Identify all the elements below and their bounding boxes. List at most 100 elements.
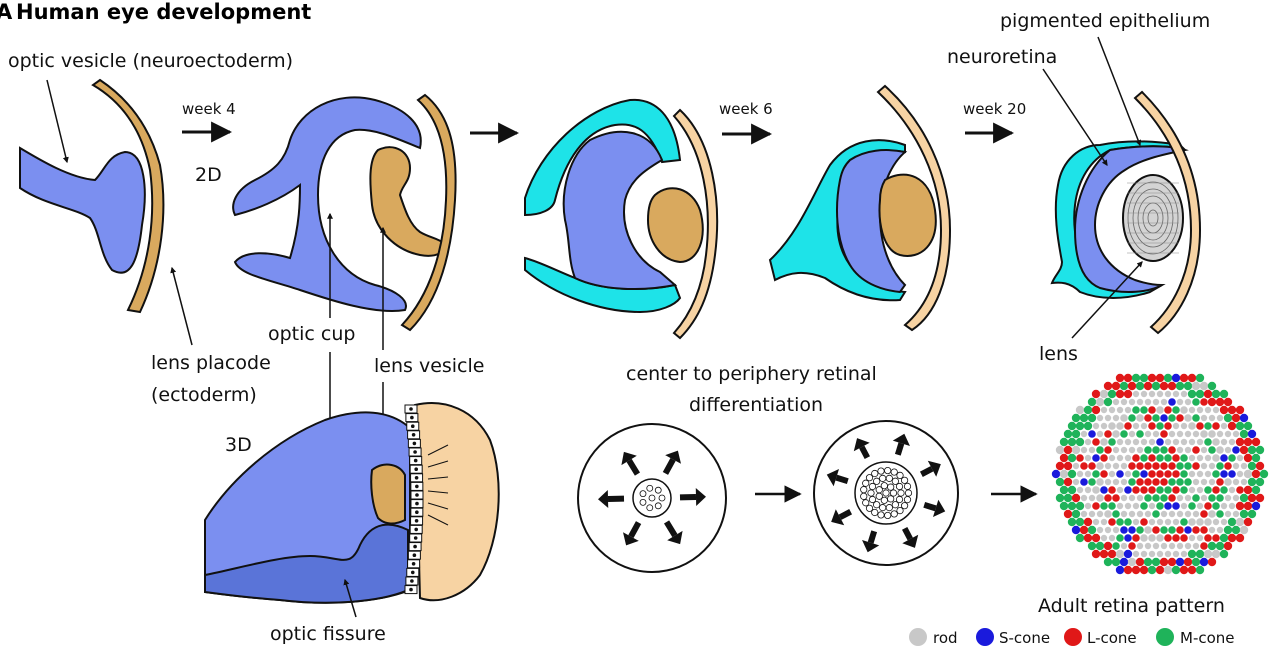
photoreceptor-cell [1200,382,1208,390]
photoreceptor-cell [1097,527,1103,533]
differentiation-label-1: center to periphery retinal [626,363,877,385]
photoreceptor-cell [1212,550,1220,558]
photoreceptor-cell [1220,486,1228,494]
photoreceptor-cell [1184,382,1192,390]
photoreceptor-cell [1124,550,1132,558]
photoreceptor-cell [1237,471,1243,477]
photoreceptor-cell [1233,495,1239,501]
photoreceptor-cell [1177,399,1183,405]
photoreceptor-cell [1112,542,1120,550]
photoreceptor-cell [1188,422,1196,430]
photoreceptor-cell [1113,415,1119,421]
photoreceptor-cell [1160,414,1168,422]
photoreceptor-cell [1221,439,1227,445]
photoreceptor-cell [1136,430,1144,438]
photoreceptor-cell [1113,479,1119,485]
photoreceptor-cell [1068,422,1076,430]
photoreceptor-cell [1096,494,1104,502]
photoreceptor-cell [1128,478,1136,486]
photoreceptor-cell [1152,526,1160,534]
photoreceptor-cell [1221,503,1227,509]
photoreceptor-cell [1116,550,1124,558]
photoreceptor-cell [1104,510,1112,518]
photoreceptor-cell [1236,534,1244,542]
cell-circle [879,475,885,481]
photoreceptor-cell [1089,447,1095,453]
photoreceptor-cell [1173,391,1179,397]
photoreceptor-cell [1140,374,1148,382]
photoreceptor-cell [1084,406,1092,414]
photoreceptor-cell [1137,543,1143,549]
photoreceptor-cell [1189,407,1195,413]
photoreceptor-cell [1136,462,1144,470]
photoreceptor-cell [1144,478,1152,486]
photoreceptor-cell [1213,407,1219,413]
photoreceptor-cell [1188,502,1196,510]
photoreceptor-cell [1152,494,1160,502]
photoreceptor-cell [1212,390,1220,398]
photoreceptor-cell [1233,431,1239,437]
photoreceptor-cell [1193,479,1199,485]
photoreceptor-cell [1228,518,1236,526]
photoreceptor-cell [1056,478,1064,486]
photoreceptor-cell [1081,431,1087,437]
epithelial-cell-nucleus [413,442,417,446]
photoreceptor-cell [1165,519,1171,525]
photoreceptor-cell [1148,422,1156,430]
photoreceptor-cell [1068,518,1076,526]
photoreceptor-cell [1140,406,1148,414]
photoreceptor-cell [1216,398,1224,406]
photoreceptor-cell [1105,463,1111,469]
photoreceptor-cell [1124,518,1132,526]
photoreceptor-cell [1160,446,1168,454]
photoreceptor-cell [1248,510,1256,518]
photoreceptor-cell [1164,502,1172,510]
photoreceptor-cell [1100,550,1108,558]
photoreceptor-cell [1136,526,1144,534]
neuroretina-pointer [1043,69,1107,165]
photoreceptor-cell [1112,430,1120,438]
photoreceptor-cell [1108,550,1116,558]
photoreceptor-cell [1201,495,1207,501]
photoreceptor-cell [1152,462,1160,470]
photoreceptor-cell [1256,446,1264,454]
photoreceptor-cell [1145,511,1151,517]
photoreceptor-cell [1169,431,1175,437]
photoreceptor-cell [1156,566,1164,574]
photoreceptor-cell [1109,535,1115,541]
cell-circle [861,486,867,492]
photoreceptor-cell [1164,406,1172,414]
photoreceptor-cell [1080,526,1088,534]
photoreceptor-cell [1204,550,1212,558]
optic-fissure-label: optic fissure [270,623,386,645]
photoreceptor-cell [1205,455,1211,461]
photoreceptor-cell [1092,534,1100,542]
photoreceptor-cell [1185,495,1191,501]
photoreceptor-cell [1124,422,1132,430]
epithelial-cell-nucleus [412,562,416,566]
cell-circle [891,511,897,517]
photoreceptor-cell [1056,494,1064,502]
photoreceptor-cell [1081,511,1087,517]
photoreceptor-cell [1189,471,1195,477]
photoreceptor-cell [1256,494,1264,502]
stage-eye-week20 [1052,92,1200,333]
lens-vesicle-2d-shape [370,147,445,256]
photoreceptor-cell [1113,463,1119,469]
photoreceptor-cell [1076,422,1084,430]
cell-circle [891,469,897,475]
photoreceptor-cell [1164,374,1172,382]
photoreceptor-cell [1084,534,1092,542]
photoreceptor-cell [1212,502,1220,510]
photoreceptor-cell [1221,519,1227,525]
photoreceptor-cell [1160,526,1168,534]
photoreceptor-cell [1201,479,1207,485]
photoreceptor-cell [1185,447,1191,453]
photoreceptor-cell [1173,439,1179,445]
photoreceptor-cell [1181,423,1187,429]
cell-circle [655,503,661,509]
photoreceptor-cell [1108,390,1116,398]
photoreceptor-cell [1085,439,1091,445]
cell-circle [863,500,869,506]
photoreceptor-cell [1244,518,1252,526]
